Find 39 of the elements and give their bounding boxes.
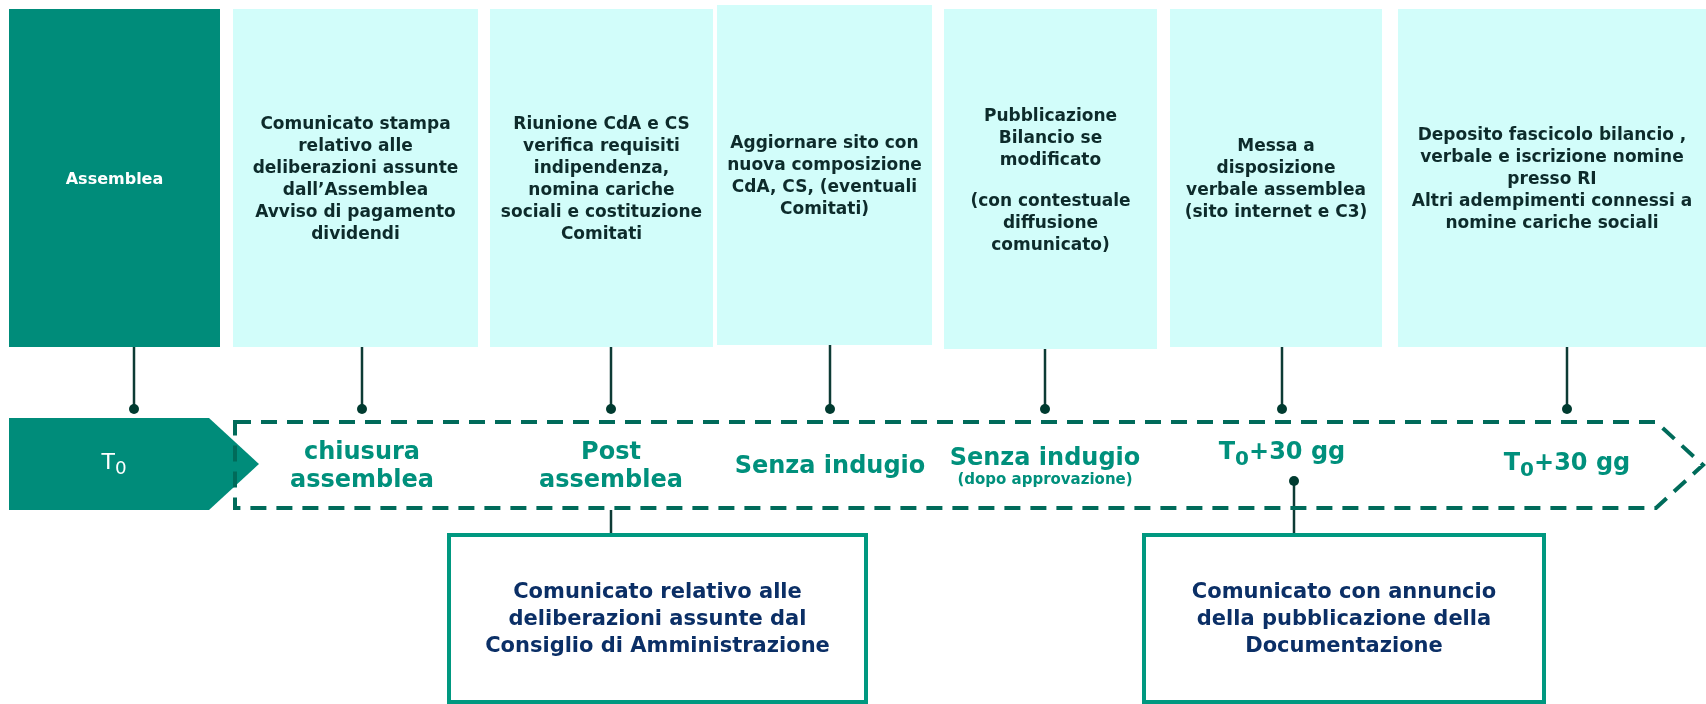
task-text: (con contestuale diffusione comunicato) [969,188,1132,255]
task-box [944,9,1157,349]
connector-line [1040,349,1050,414]
timing-label: T$_{0}$+30 gg [1503,447,1631,483]
note-text: Comunicato relativo alle deliberazioni assunte dal Consiglio di Amministrazione [484,578,831,659]
connector-line [1562,347,1572,414]
note-text: Comunicato con annuncio della pubblicazione della Documentazione [1190,578,1498,659]
timing-note: (dopo approvazione) [957,470,1133,488]
task-text: Aggiornare sito con nuova composizione CdA, CS, (eventuali Comitati) [727,131,922,219]
connector-line [825,345,835,414]
connector-line [357,347,367,414]
timing-label: T$_{0}$+30 gg [1218,436,1346,472]
start-label: T$_{0}$ [101,449,127,479]
task-box [1398,9,1706,347]
timing-label: chiusura assemblea [289,437,435,493]
task-box [717,5,932,345]
task-box [233,9,478,347]
connector-line [129,347,139,414]
connector-line [1289,476,1299,533]
task-text: Pubblicazione Bilancio se modificato [982,103,1119,170]
timing-label: Post assemblea [538,437,684,493]
event-box [9,9,220,347]
task-text: Riunione CdA e CS verifica requisiti indipendenza, nomina cariche sociali e costituzione Comitati [500,112,703,244]
task-text: Avviso di pagamento dividendi [254,200,457,244]
connector-line [606,347,616,414]
task-text: Messa a disposizione verbale assemblea (sito internet e C3) [1183,134,1369,222]
connector-line [1277,347,1287,414]
note-box [1142,533,1546,704]
task-box [490,9,713,347]
timing-label: Senza indugio [734,451,926,479]
timing-label: Senza indugio [949,442,1141,471]
task-text: Comunicato stampa relativo alle deliberazioni assunte dall’Assemblea [251,112,460,200]
task-text: Altri adempimenti connessi a nomine cariche sociali [1410,189,1694,233]
task-text: Deposito fascicolo bilancio , verbale e iscrizione nomine presso RI [1416,123,1688,189]
task-box [1170,9,1382,347]
connector-line [609,510,613,533]
note-box [447,533,868,704]
start-chevron [9,418,259,510]
event-label: Assemblea [65,168,164,188]
